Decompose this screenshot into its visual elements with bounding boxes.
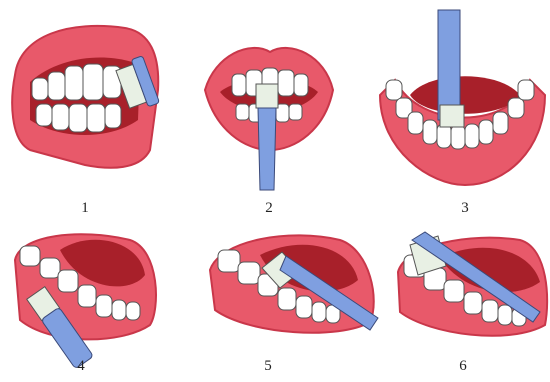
- step-label: 6: [448, 358, 478, 375]
